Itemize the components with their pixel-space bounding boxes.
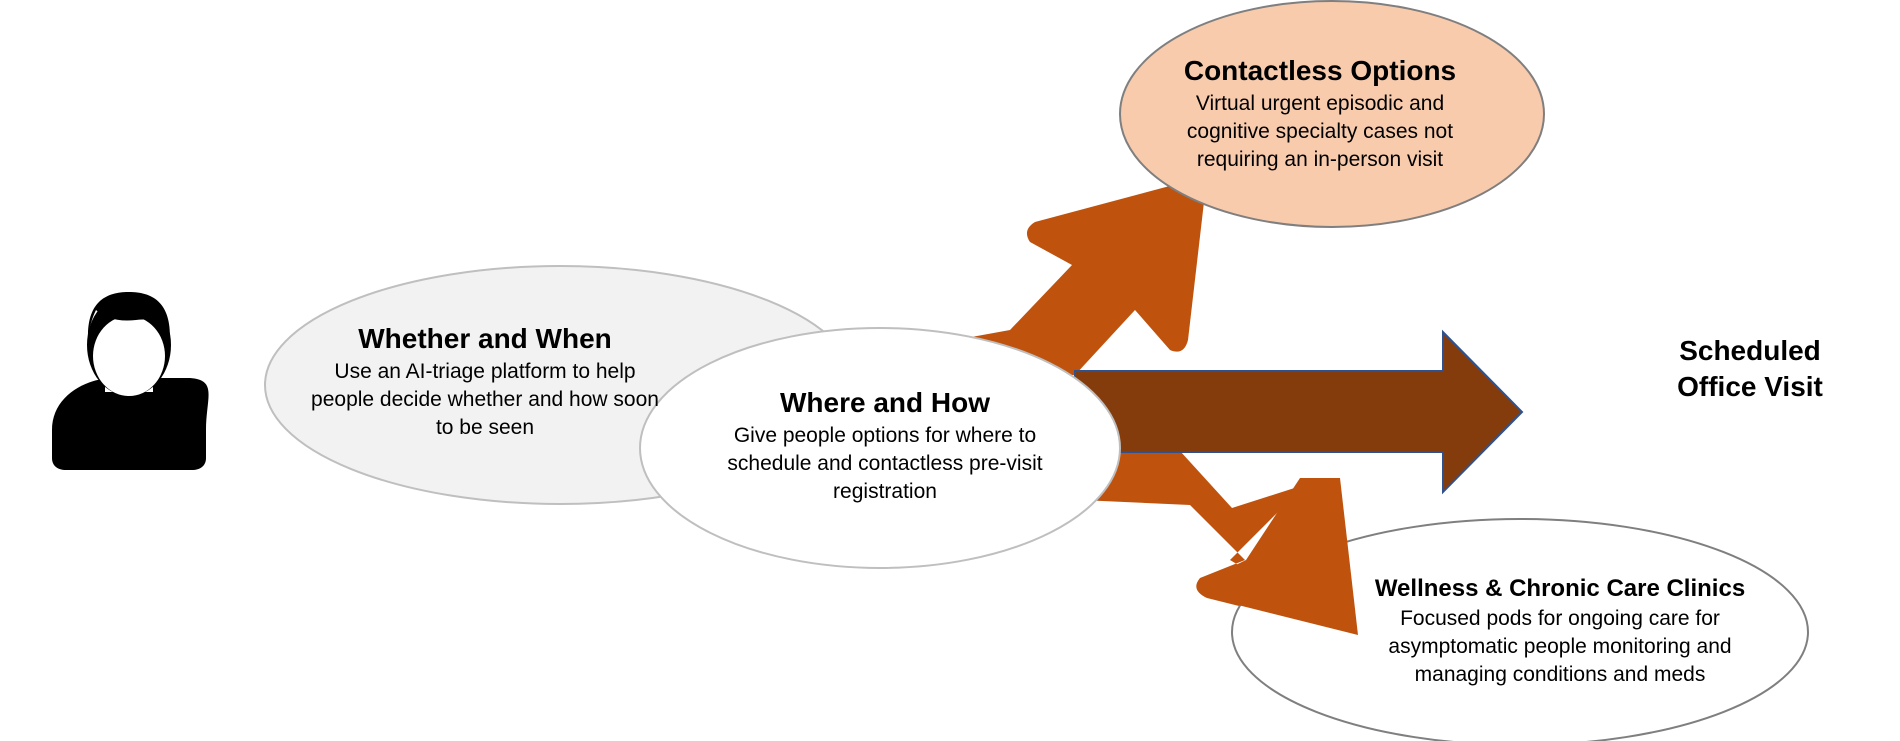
contactless-text: Contactless Options Virtual urgent episo… [1160,54,1480,174]
contactless-node [1119,0,1545,228]
contactless-description: Virtual urgent episodic and cognitive sp… [1186,92,1454,171]
whether-when-title: Whether and When [358,323,612,354]
contactless-title: Contactless Options [1183,55,1457,86]
person-icon [52,292,209,470]
where-how-title: Where and How [779,387,990,418]
where-how-text: Where and How Give people options for wh… [705,386,1065,506]
where-how-node [639,327,1121,569]
whether-when-text: Whether and When Use an AI-triage platfo… [300,322,670,442]
where-how-description: Give people options for where to schedul… [727,424,1043,503]
wellness-title: Wellness & Chronic Care Clinics [1374,575,1746,602]
wellness-text: Wellness & Chronic Care Clinics Focused … [1340,574,1780,689]
whether-when-description: Use an AI-triage platform to help people… [311,360,659,439]
arrow-to-contactless [900,176,1207,375]
arrow-to-wellness-tip [1201,478,1358,635]
arrow-to-wellness [1080,440,1355,635]
scheduled-office-visit-label: Scheduled Office Visit [1677,335,1823,402]
wellness-description: Focused pods for ongoing care for asympt… [1388,607,1732,686]
wellness-node [1231,518,1809,741]
arrow-to-scheduled [1074,329,1524,495]
